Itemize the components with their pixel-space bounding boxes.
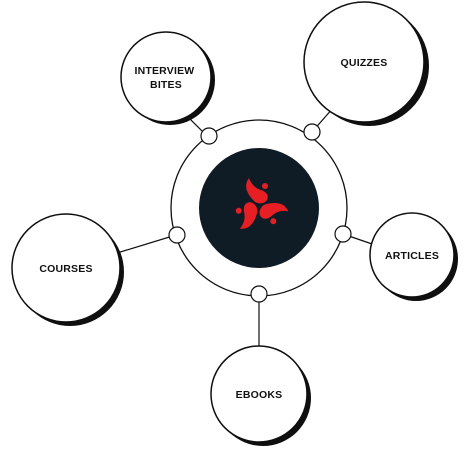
node-quizzes-circle	[303, 1, 425, 123]
node-interview-bites[interactable]: INTERVIEW BITES	[120, 31, 215, 125]
junction-dot-quizzes	[303, 123, 321, 141]
svg-text:INTERVIEW BITES: INTERVIEW BITES	[134, 65, 197, 91]
node-courses[interactable]: COURSES	[11, 213, 124, 326]
node-ebooks-circle	[210, 345, 308, 443]
node-ebooks-label: EBOOKS	[236, 389, 283, 401]
connector-courses	[116, 234, 177, 254]
node-quizzes[interactable]: QUIZZES	[303, 1, 429, 126]
node-articles-label: ARTICLES	[385, 250, 439, 262]
hub-circle	[199, 148, 319, 268]
node-quizzes-label: QUIZZES	[341, 57, 388, 69]
junction-dot-interview-bites	[200, 127, 218, 145]
node-interview-bites-label-line1: INTERVIEW	[134, 65, 194, 77]
node-courses-circle	[11, 213, 121, 323]
node-ebooks[interactable]: EBOOKS	[210, 345, 311, 446]
node-interview-bites-label-line2: BITES	[150, 79, 182, 91]
node-interview-bites-circle	[120, 31, 212, 123]
junction-dot-courses	[168, 226, 186, 244]
node-articles-circle	[369, 212, 455, 298]
node-courses-label: COURSES	[39, 263, 92, 275]
junction-dot-articles	[334, 225, 352, 243]
three-hands-logo-icon	[235, 178, 289, 229]
junction-dot-ebooks	[250, 285, 268, 303]
junction-dots	[168, 123, 352, 303]
node-articles[interactable]: ARTICLES	[369, 212, 458, 301]
